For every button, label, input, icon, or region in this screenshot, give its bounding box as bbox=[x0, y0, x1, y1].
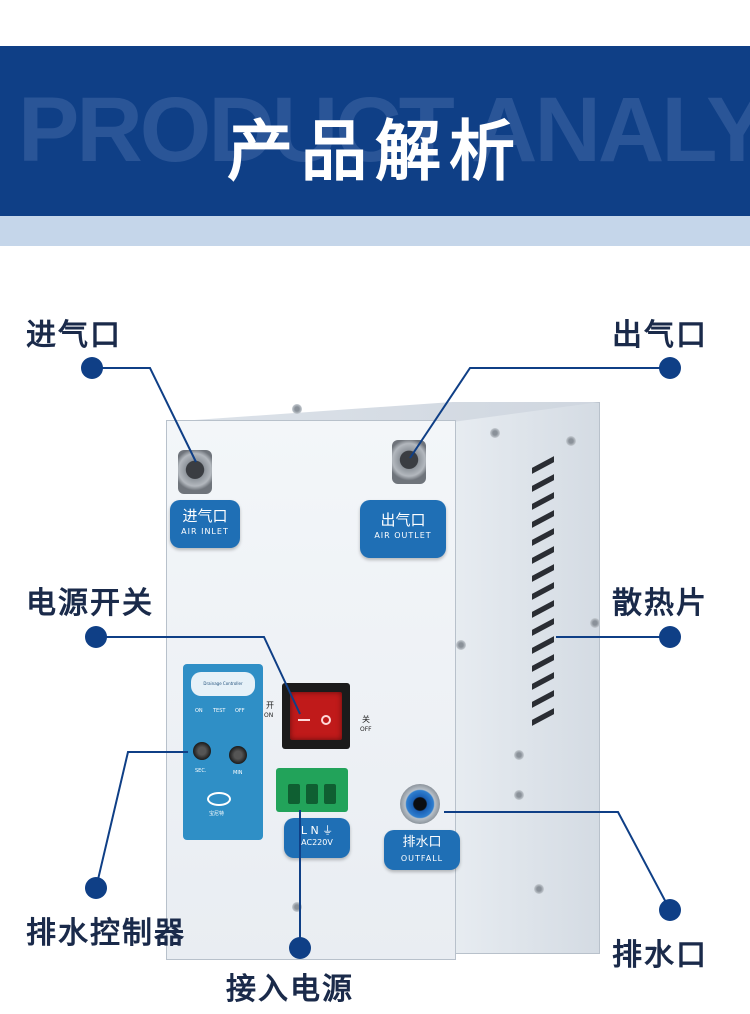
controller-title: Drainage Controller bbox=[191, 672, 255, 696]
switch-off-en-label: OFF bbox=[360, 726, 372, 733]
screw-icon bbox=[590, 618, 600, 628]
callout-dot bbox=[85, 877, 107, 899]
callout-power-input: 接入电源 bbox=[226, 972, 354, 1007]
screw-icon bbox=[292, 902, 302, 912]
callout-air-inlet: 进气口 bbox=[26, 318, 122, 353]
screw-icon bbox=[292, 404, 302, 414]
screw-icon bbox=[456, 640, 466, 650]
air-inlet-fitting-icon bbox=[178, 450, 212, 494]
page-title: 产品解析 bbox=[227, 113, 523, 190]
screw-icon bbox=[566, 436, 576, 446]
controller-min-label: MIN bbox=[233, 770, 243, 776]
sec-knob-icon[interactable] bbox=[193, 742, 211, 760]
screw-icon bbox=[490, 428, 500, 438]
banner-stripe bbox=[0, 216, 750, 246]
switch-on-cn-label: 开 bbox=[266, 701, 274, 710]
drain-port-label: 排水口 OUTFALL bbox=[384, 830, 460, 870]
screw-icon bbox=[534, 884, 544, 894]
controller-on-label: ON bbox=[195, 708, 203, 714]
callout-drain-port: 排水口 bbox=[612, 938, 708, 973]
switch-symbols-icon bbox=[298, 715, 331, 725]
controller-sec-label: SEC. bbox=[195, 768, 207, 774]
callout-heat-sink: 散热片 bbox=[612, 586, 708, 621]
callout-dot bbox=[659, 899, 681, 921]
switch-off-cn-label: 关 bbox=[362, 715, 370, 724]
air-outlet-fitting-icon bbox=[392, 440, 426, 484]
min-knob-icon[interactable] bbox=[229, 746, 247, 764]
callout-dot bbox=[659, 626, 681, 648]
callout-drain-controller: 排水控制器 bbox=[26, 916, 186, 951]
air-inlet-label: 进气口 AIR INLET bbox=[170, 500, 240, 548]
brand-logo-icon bbox=[207, 792, 231, 806]
callout-dot bbox=[81, 357, 103, 379]
banner-background-text: PRODUCT ANALYSIS bbox=[18, 79, 750, 181]
callout-dot bbox=[659, 357, 681, 379]
controller-test-label: TEST bbox=[213, 708, 226, 714]
drain-controller-panel: Drainage Controller ON TEST OFF SEC. MIN… bbox=[183, 664, 263, 840]
device-side-panel bbox=[452, 402, 600, 954]
controller-brand-label: 宝尼特 bbox=[209, 811, 225, 817]
controller-off-label: OFF bbox=[235, 708, 245, 714]
callout-power-switch: 电源开关 bbox=[26, 586, 154, 621]
screw-icon bbox=[514, 790, 524, 800]
power-switch[interactable] bbox=[290, 692, 342, 740]
screw-icon bbox=[514, 750, 524, 760]
power-input-label: L N ⏚ AC220V bbox=[284, 818, 350, 858]
callout-dot bbox=[85, 626, 107, 648]
callout-air-outlet: 出气口 bbox=[612, 318, 708, 353]
air-outlet-label: 出气口 AIR OUTLET bbox=[360, 500, 446, 558]
switch-on-en-label: ON bbox=[264, 712, 274, 719]
header-banner: PRODUCT ANALYSIS 产品解析 bbox=[0, 46, 750, 216]
power-terminal-block bbox=[276, 768, 348, 812]
drain-outlet-fitting-icon bbox=[400, 784, 440, 824]
callout-dot bbox=[289, 937, 311, 959]
